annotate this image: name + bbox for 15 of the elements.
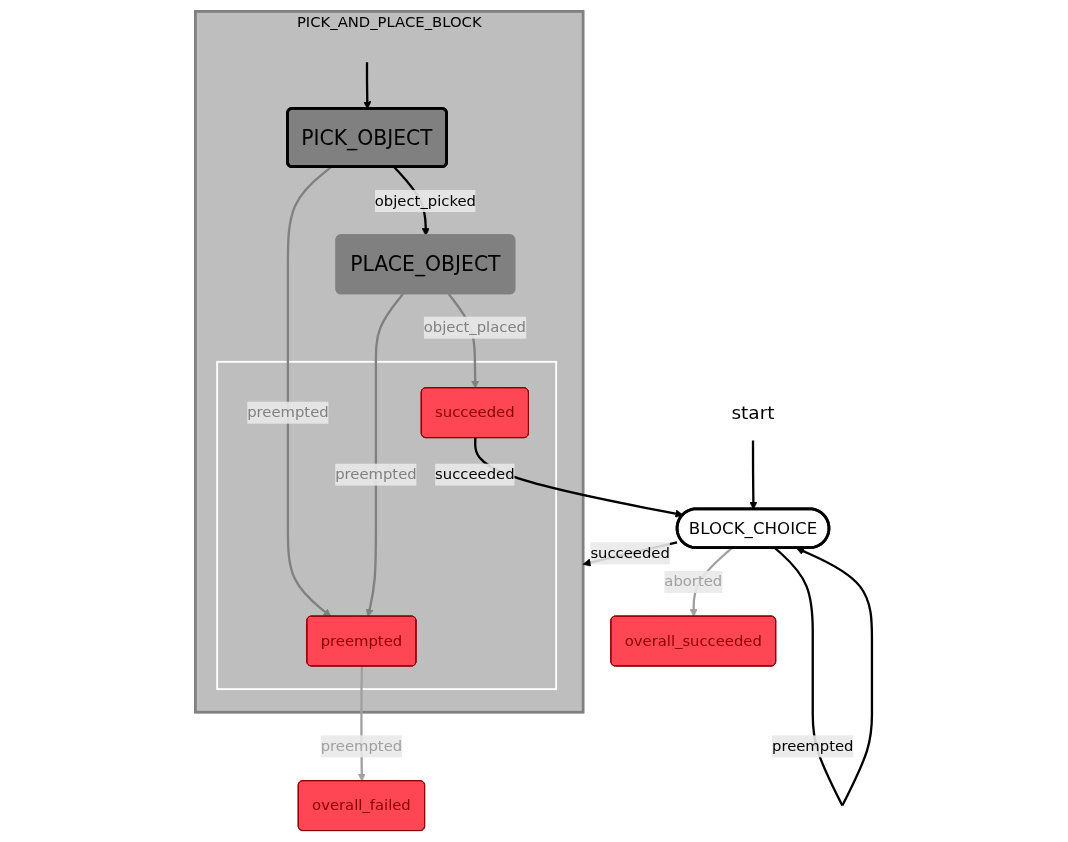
edge-label: preempted [321, 737, 403, 755]
edge-label: preempted [247, 403, 329, 421]
arrow [287, 166, 333, 617]
edge-label: aborted [664, 572, 723, 591]
arrow [474, 438, 684, 518]
node-text: start [731, 401, 775, 424]
edge-label: succeeded [590, 544, 671, 562]
edge-label: succeeded [435, 465, 515, 483]
arrow [774, 547, 874, 807]
edge-label: preempted [772, 737, 854, 755]
edge-label: object_picked [375, 191, 477, 210]
edge-label: object_placed [424, 318, 527, 336]
edge-label: preempted [335, 465, 417, 483]
cluster [216, 360, 558, 691]
arrow [366, 293, 405, 617]
